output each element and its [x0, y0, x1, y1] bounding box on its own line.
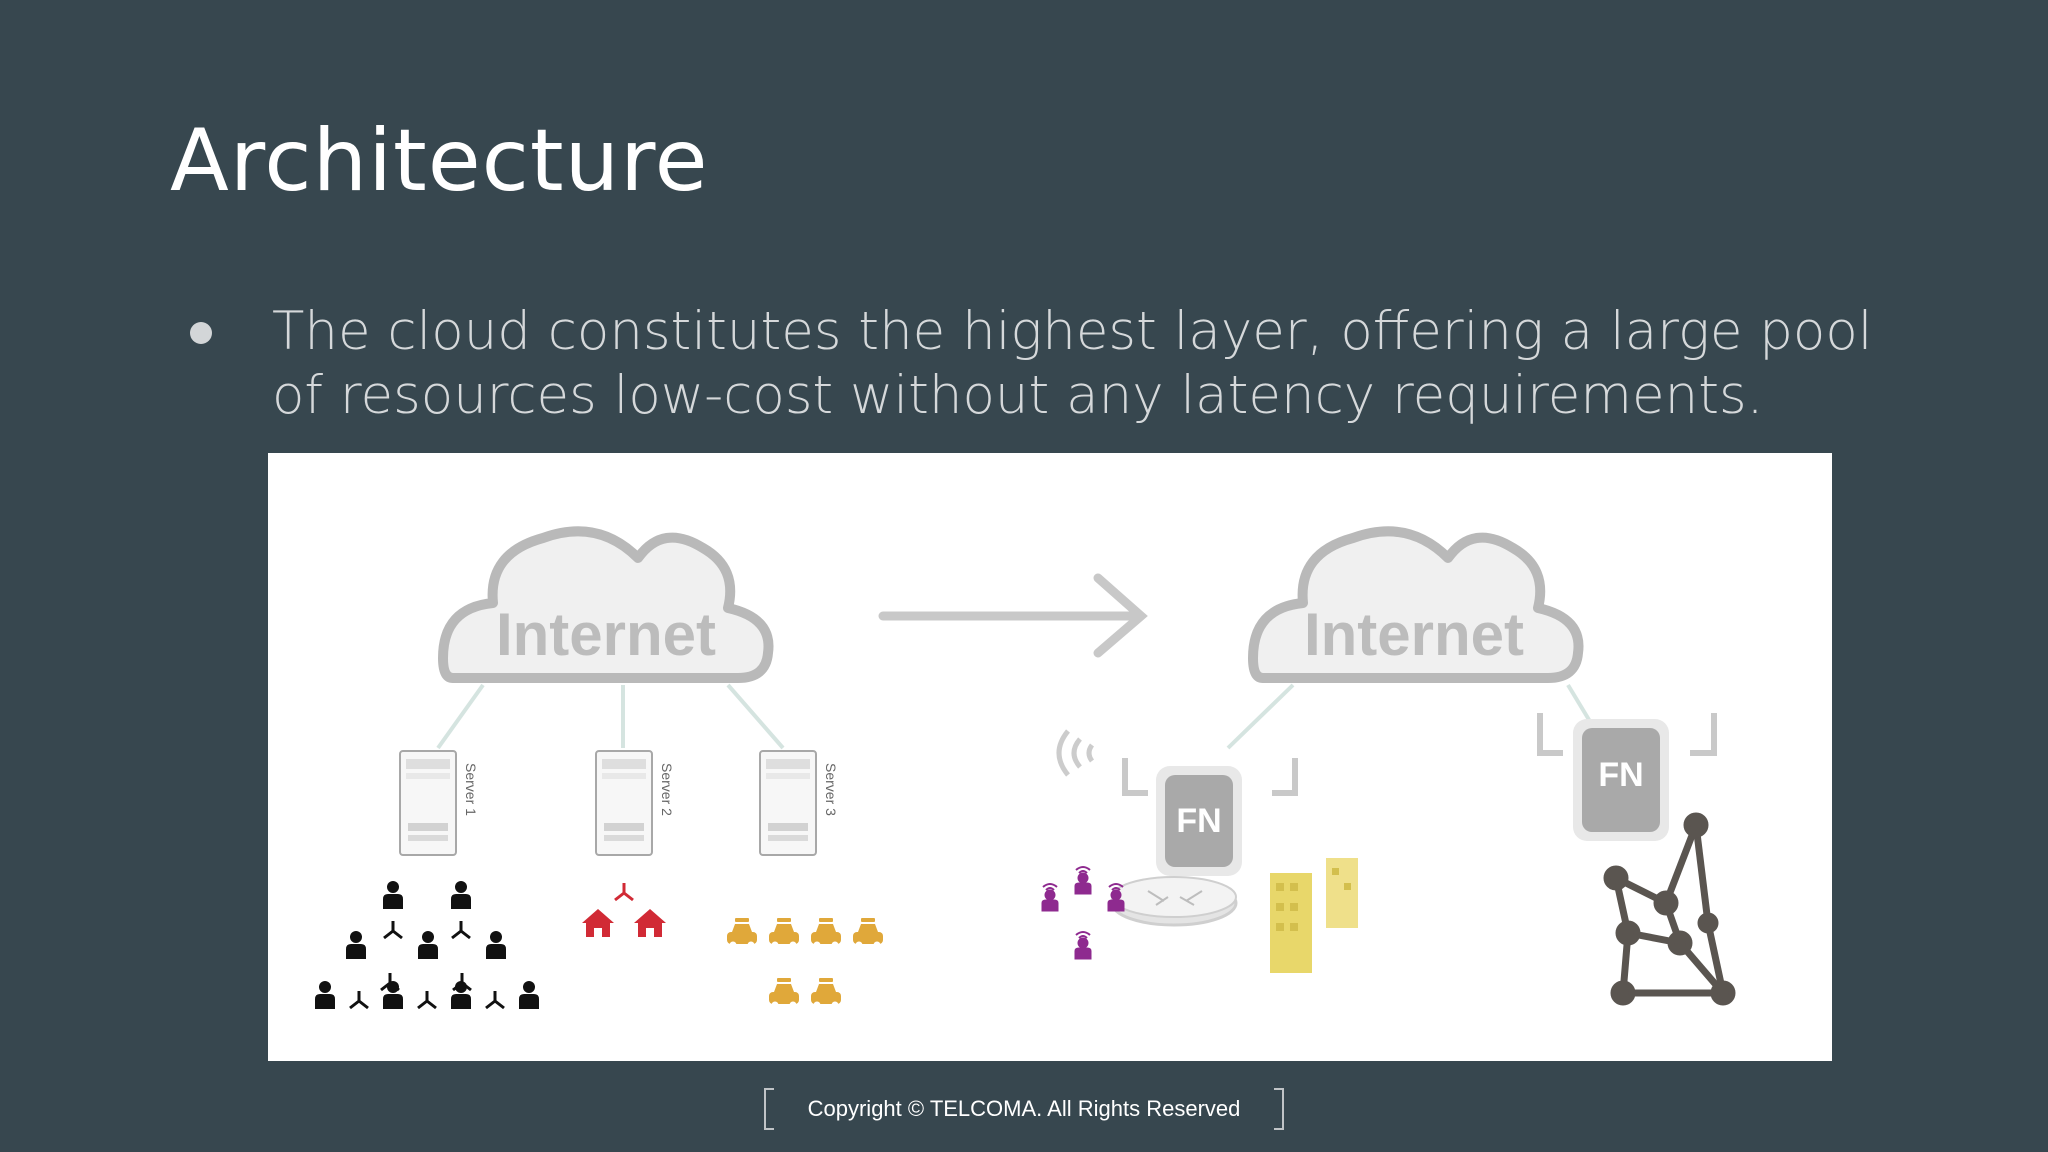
right-arrow-icon — [878, 573, 1148, 658]
bullet-text: The cloud constitutes the highest layer,… — [272, 301, 1873, 426]
bullet-marker — [190, 322, 212, 344]
router-icon — [1110, 876, 1238, 927]
footer-left-bracket — [764, 1088, 774, 1130]
server-3-label: Server 3 — [823, 763, 839, 816]
fog-node-1-label: FN — [1176, 802, 1221, 840]
left-cloud-label: Internet — [496, 601, 716, 668]
server-2-label: Server 2 — [659, 763, 675, 816]
mesh-network-icon — [1603, 812, 1736, 1006]
server-3-icon: Server 3 — [759, 750, 839, 856]
buildings-icon — [1270, 858, 1358, 973]
people-network-icon — [315, 881, 539, 1010]
server-1-label: Server 1 — [463, 763, 479, 816]
fog-node-1-icon: FN — [1056, 729, 1298, 876]
right-cloud-label: Internet — [1304, 601, 1524, 668]
copyright-text: Copyright © TELCOMA. All Rights Reserved — [807, 1096, 1241, 1121]
fog-node-2-icon: FN — [1537, 713, 1717, 841]
right-cloud-links — [1226, 683, 1605, 750]
server-2-icon: Server 2 — [595, 750, 675, 856]
left-cloud-links — [436, 683, 785, 750]
footer-right-bracket — [1274, 1088, 1284, 1130]
cars-icon — [727, 918, 883, 1009]
left-cloud-icon: Internet — [438, 526, 774, 683]
server-1-icon: Server 1 — [399, 750, 479, 856]
wireless-users-icon — [1041, 866, 1125, 960]
architecture-diagram: Internet Server 1 Server 2 Server 3 — [268, 453, 1832, 1061]
footer: Copyright © TELCOMA. All Rights Reserved — [764, 1088, 1284, 1132]
slide-title: Architecture — [170, 111, 709, 211]
homes-icon — [582, 881, 666, 937]
fog-node-2-label: FN — [1598, 756, 1643, 794]
right-cloud-icon: Internet — [1248, 526, 1584, 683]
